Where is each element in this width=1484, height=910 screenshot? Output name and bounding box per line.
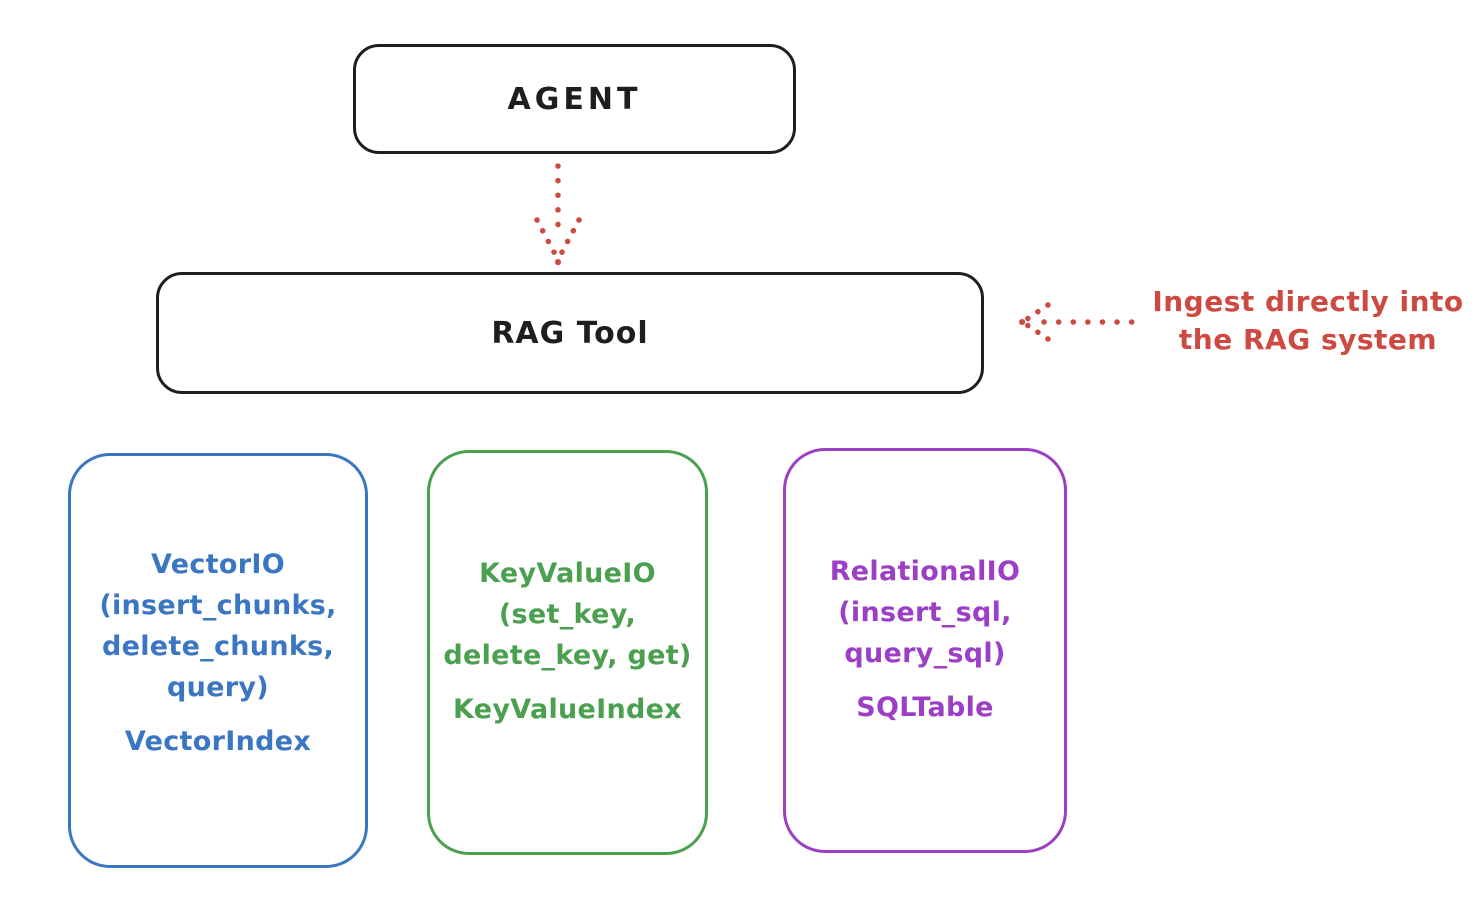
- keyvalueio-text: KeyValueIO (set_key, delete_key, get) Ke…: [430, 553, 705, 730]
- vectorio-box: VectorIO (insert_chunks, delete_chunks, …: [68, 453, 368, 868]
- relationalio-line: RelationalIO: [829, 556, 1021, 587]
- keyvalueio-line: KeyValueIO: [479, 558, 656, 589]
- relationalio-line: (insert_sql,: [838, 597, 1012, 628]
- keyvalueio-line: (set_key,: [498, 599, 637, 630]
- ingest-annotation-line2: the RAG system: [1178, 323, 1438, 356]
- vectorio-index-label: VectorIndex: [124, 726, 312, 757]
- relationalio-index-label: SQLTable: [856, 692, 994, 723]
- relationalio-box: RelationalIO (insert_sql, query_sql) SQL…: [783, 448, 1067, 853]
- vectorio-line: delete_chunks,: [101, 631, 335, 662]
- ingest-arrow: [1019, 302, 1135, 342]
- agent-label: AGENT: [507, 81, 642, 117]
- vectorio-line: (insert_chunks,: [99, 590, 337, 621]
- spacer: [71, 708, 365, 721]
- keyvalueio-box: KeyValueIO (set_key, delete_key, get) Ke…: [427, 450, 708, 855]
- keyvalueio-line: delete_key, get): [443, 640, 692, 671]
- keyvalueio-index-label: KeyValueIndex: [452, 694, 682, 725]
- spacer: [430, 676, 705, 689]
- relationalio-text: RelationalIO (insert_sql, query_sql) SQL…: [786, 551, 1064, 728]
- agent-to-ragtool-arrow: [534, 163, 582, 266]
- rag-tool-label: RAG Tool: [491, 315, 649, 351]
- spacer: [786, 674, 1064, 687]
- vectorio-line: query): [167, 672, 269, 703]
- relationalio-line: query_sql): [844, 638, 1006, 669]
- vectorio-line: VectorIO: [151, 549, 285, 580]
- ingest-annotation-line1: Ingest directly into: [1152, 285, 1464, 318]
- vectorio-text: VectorIO (insert_chunks, delete_chunks, …: [71, 544, 365, 762]
- ingest-annotation: Ingest directly into the RAG system: [1138, 283, 1478, 359]
- agent-box: AGENT: [353, 44, 796, 154]
- rag-tool-box: RAG Tool: [156, 272, 984, 394]
